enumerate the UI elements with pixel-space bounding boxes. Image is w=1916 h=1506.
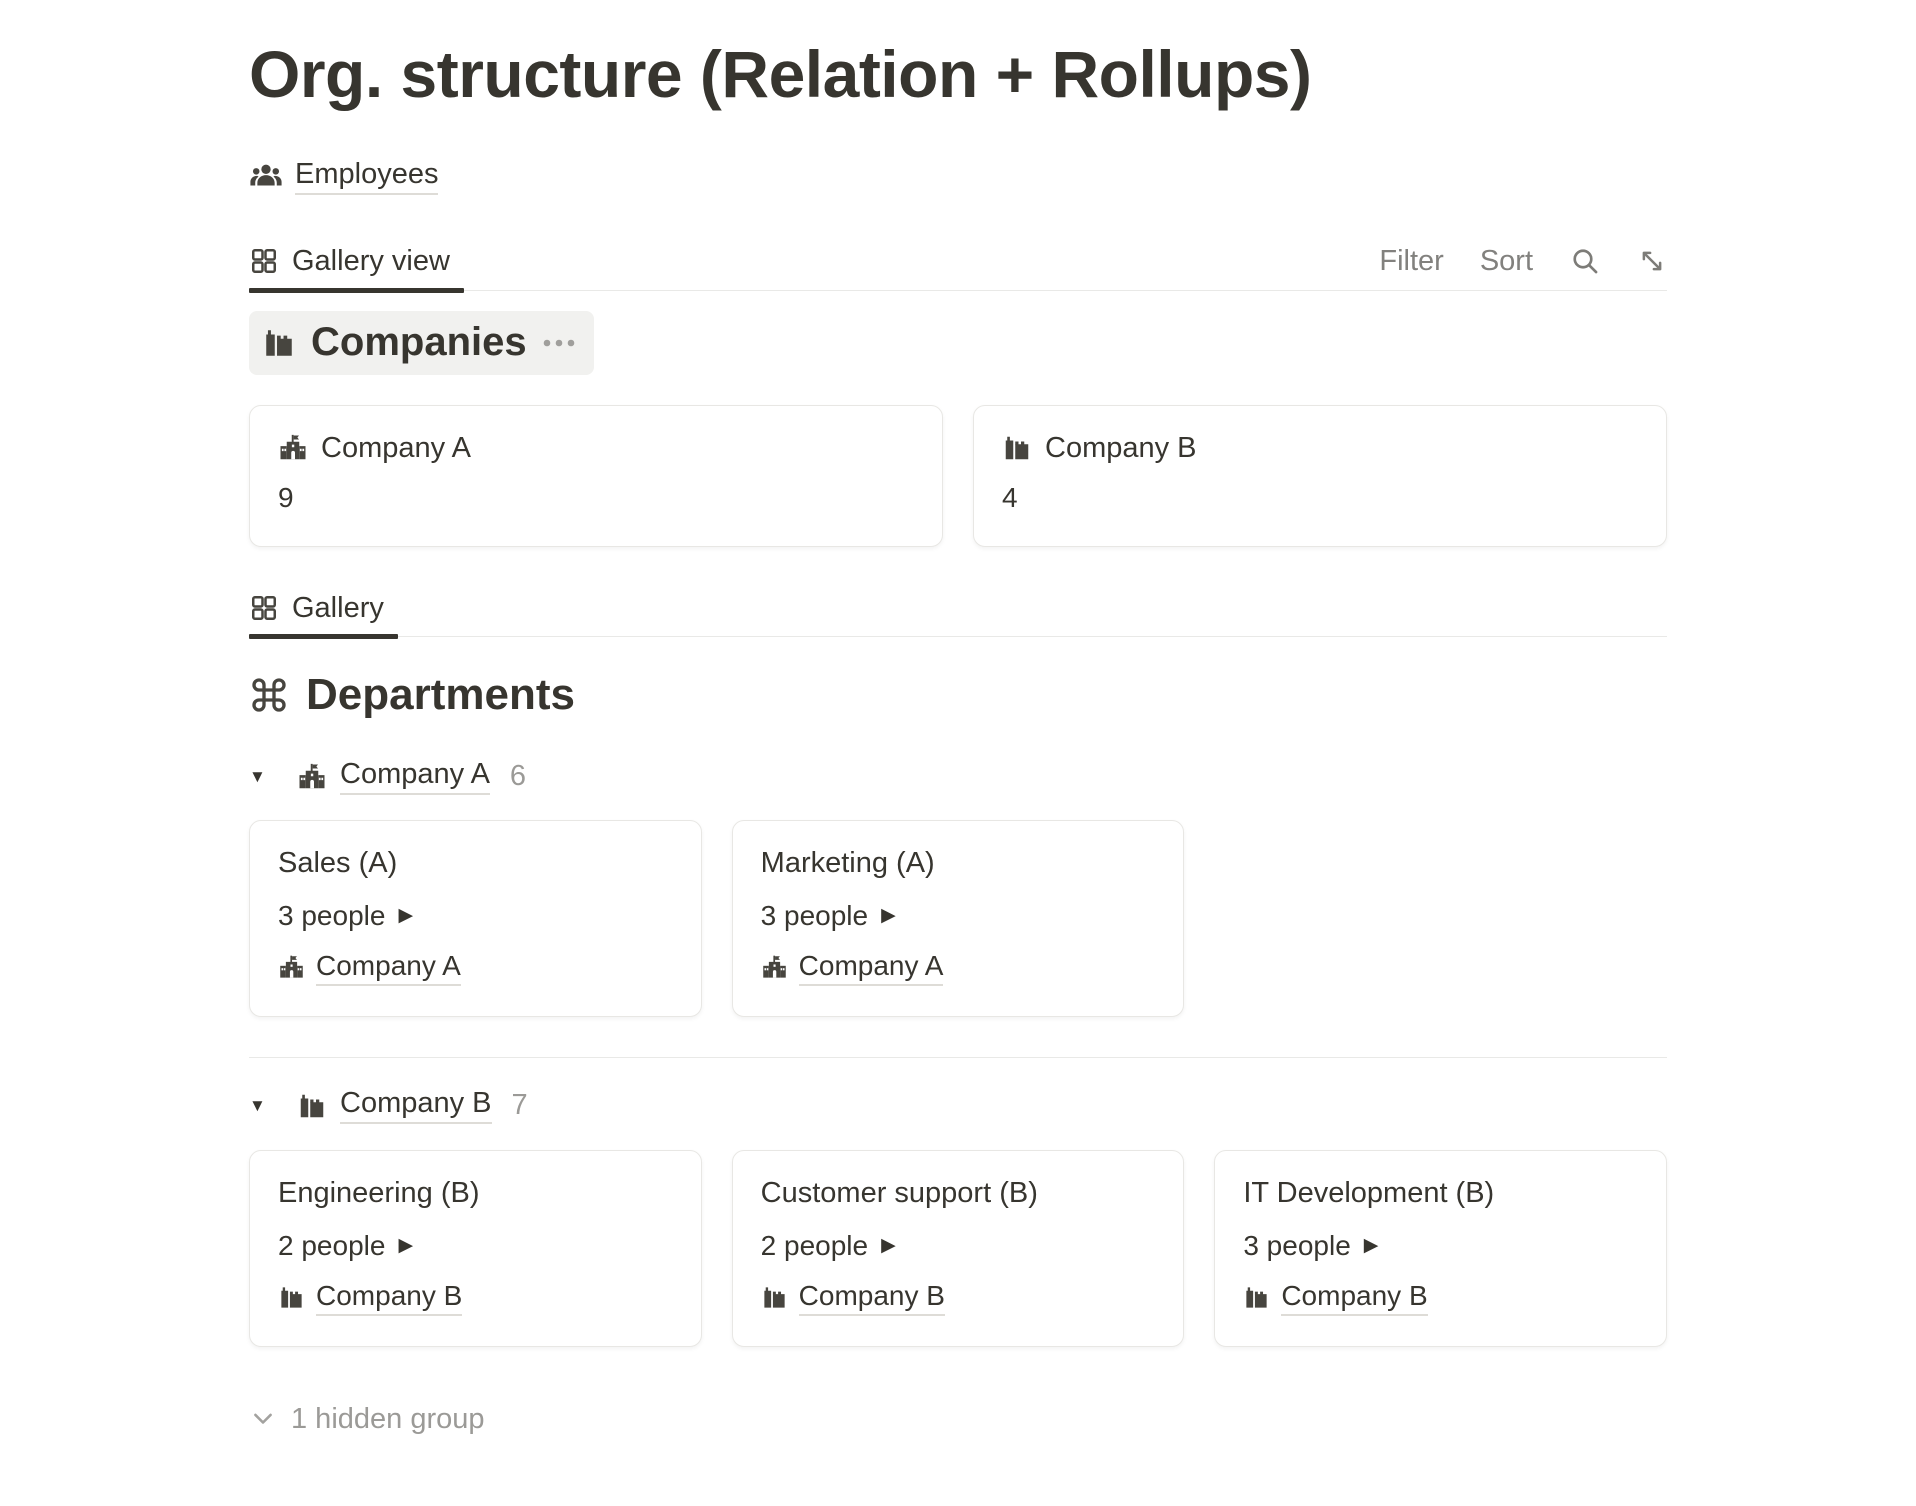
companies-title-label: Companies <box>311 320 527 364</box>
hidden-group-label: 1 hidden group <box>291 1402 485 1435</box>
hidden-group-toggle[interactable]: 1 hidden group <box>249 1403 485 1436</box>
company-relation-link[interactable]: Company B <box>316 1280 463 1316</box>
people-property[interactable]: 2 people ▶ <box>278 1230 673 1262</box>
expand-triangle-icon: ▶ <box>398 1235 414 1256</box>
notion-page: Org. structure (Relation + Rollups) Empl… <box>249 34 1667 1438</box>
gallery-tabbar: Gallery <box>249 581 1667 639</box>
department-card-title: IT Development (B) <box>1243 1176 1495 1209</box>
school-icon <box>297 762 327 792</box>
gallery-grid-icon <box>249 246 279 276</box>
group-label[interactable]: Company B <box>340 1087 492 1124</box>
company-a-card[interactable]: Company A 9 <box>249 404 943 547</box>
expand-triangle-icon: ▶ <box>1363 1235 1379 1256</box>
school-icon <box>278 433 308 463</box>
people-property[interactable]: 3 people ▶ <box>1243 1230 1638 1262</box>
department-card-title: Customer support (B) <box>760 1176 1038 1209</box>
group-divider <box>249 1056 1667 1058</box>
employees-label: Employees <box>295 158 439 195</box>
companies-gallery: Company A 9 Company B 4 <box>249 404 1667 547</box>
employees-database-link[interactable]: Employees <box>249 158 439 195</box>
expand-triangle-icon: ▶ <box>398 905 414 926</box>
company-relation-link[interactable]: Company B <box>1281 1280 1428 1316</box>
departments-database-title: Departments <box>249 667 1667 723</box>
school-icon <box>278 954 305 981</box>
people-count-label: 3 people <box>278 899 386 931</box>
group-header-company-a: ▼ Company A 6 <box>249 757 1667 797</box>
companies-database-title[interactable]: Companies <box>249 310 594 375</box>
school-icon <box>761 954 788 981</box>
department-card[interactable]: Sales (A) 3 people ▶ Company A <box>249 819 702 1017</box>
company-relation-link[interactable]: Company B <box>798 1280 945 1316</box>
city-buildings-icon <box>262 326 296 360</box>
department-card[interactable]: Engineering (B) 2 people ▶ Company B <box>249 1149 702 1347</box>
group-label[interactable]: Company A <box>340 758 490 795</box>
tab-label: Gallery view <box>292 244 450 277</box>
chevron-down-icon <box>249 1405 277 1433</box>
group-count: 7 <box>511 1089 528 1121</box>
tab-label: Gallery <box>292 591 384 624</box>
toolbar-controls: Filter Sort <box>1379 233 1667 290</box>
tab-gallery[interactable]: Gallery <box>249 581 398 639</box>
department-card[interactable]: IT Development (B) 3 people ▶ Company B <box>1214 1149 1667 1347</box>
city-buildings-icon <box>761 1284 788 1311</box>
filter-button[interactable]: Filter <box>1379 244 1444 277</box>
sort-button[interactable]: Sort <box>1479 244 1533 277</box>
company-relation-link[interactable]: Company A <box>798 950 944 986</box>
department-card-title: Engineering (B) <box>278 1176 480 1209</box>
company-card-count: 4 <box>1002 481 1018 513</box>
command-icon <box>249 675 289 715</box>
page-title: Org. structure (Relation + Rollups) <box>249 37 1312 111</box>
city-buildings-icon <box>1243 1284 1270 1311</box>
collapse-triangle-icon[interactable]: ▼ <box>249 1095 266 1115</box>
departments-gallery-company-b: Engineering (B) 2 people ▶ Company B Cus… <box>249 1149 1667 1347</box>
gallery-grid-icon <box>249 593 279 623</box>
people-count-label: 3 people <box>760 899 869 931</box>
expand-triangle-icon: ▶ <box>881 1235 896 1256</box>
company-relation-link[interactable]: Company A <box>316 950 461 986</box>
departments-title-label: Departments <box>306 669 575 719</box>
group-header-company-b: ▼ Company B 7 <box>249 1086 1667 1126</box>
group-count: 6 <box>509 760 527 792</box>
people-property[interactable]: 3 people ▶ <box>278 900 673 932</box>
company-card-title: Company B <box>1045 431 1197 464</box>
company-card-title: Company A <box>321 431 471 464</box>
expand-triangle-icon: ▶ <box>881 905 896 926</box>
departments-gallery-company-a: Sales (A) 3 people ▶ Company A <box>249 819 1667 1017</box>
people-group-icon <box>249 160 283 194</box>
company-b-card[interactable]: Company B 4 <box>973 404 1667 547</box>
department-card[interactable]: Marketing (A) 3 people ▶ Company A <box>731 819 1185 1017</box>
collapse-triangle-icon[interactable]: ▼ <box>249 766 266 786</box>
people-count-label: 2 people <box>278 1229 386 1261</box>
search-icon[interactable] <box>1569 245 1601 277</box>
view-toolbar: Gallery view Filter Sort <box>249 233 1667 293</box>
tab-gallery-view[interactable]: Gallery view <box>249 233 464 293</box>
department-card-title: Marketing (A) <box>760 846 935 879</box>
company-card-count: 9 <box>278 481 294 513</box>
people-count-label: 2 people <box>760 1229 869 1261</box>
department-card-title: Sales (A) <box>278 846 398 879</box>
city-buildings-icon <box>278 1284 305 1311</box>
more-options-icon[interactable] <box>542 336 576 350</box>
people-property[interactable]: 2 people ▶ <box>761 1230 1156 1262</box>
department-card[interactable]: Customer support (B) 2 people ▶ Company … <box>731 1149 1185 1347</box>
city-buildings-icon <box>1002 433 1032 463</box>
people-count-label: 3 people <box>1243 1229 1351 1261</box>
city-buildings-icon <box>297 1091 327 1121</box>
expand-icon[interactable] <box>1637 246 1667 276</box>
people-property[interactable]: 3 people ▶ <box>761 900 1156 932</box>
